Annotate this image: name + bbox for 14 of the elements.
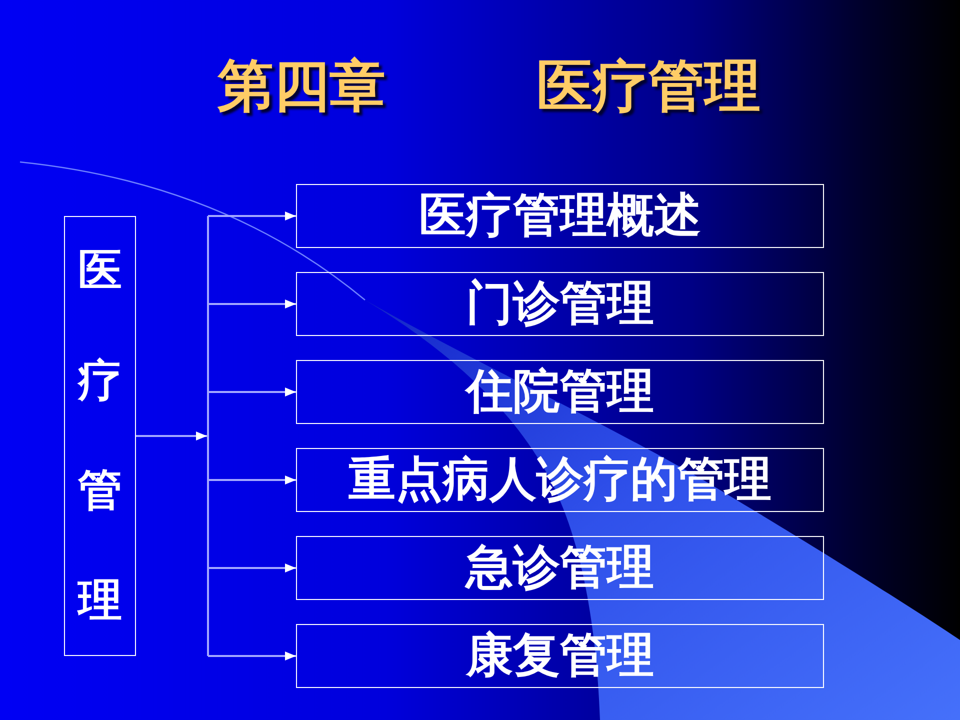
arrow: [135, 215, 209, 657]
topic-box: 门诊管理: [296, 272, 824, 336]
slide-title: 第四章 医疗管理: [217, 54, 761, 120]
arrow: [208, 388, 296, 396]
arrow: [208, 476, 296, 484]
topic-box: 住院管理: [296, 360, 824, 424]
arrow: [208, 652, 296, 660]
topic-box: 急诊管理: [296, 536, 824, 600]
topic-box: 医疗管理概述: [296, 184, 824, 248]
arrow: [208, 564, 296, 572]
arrow: [208, 300, 296, 308]
arrow: [208, 212, 296, 220]
category-box: 医疗管理: [64, 216, 136, 656]
topic-box: 康复管理: [296, 624, 824, 688]
